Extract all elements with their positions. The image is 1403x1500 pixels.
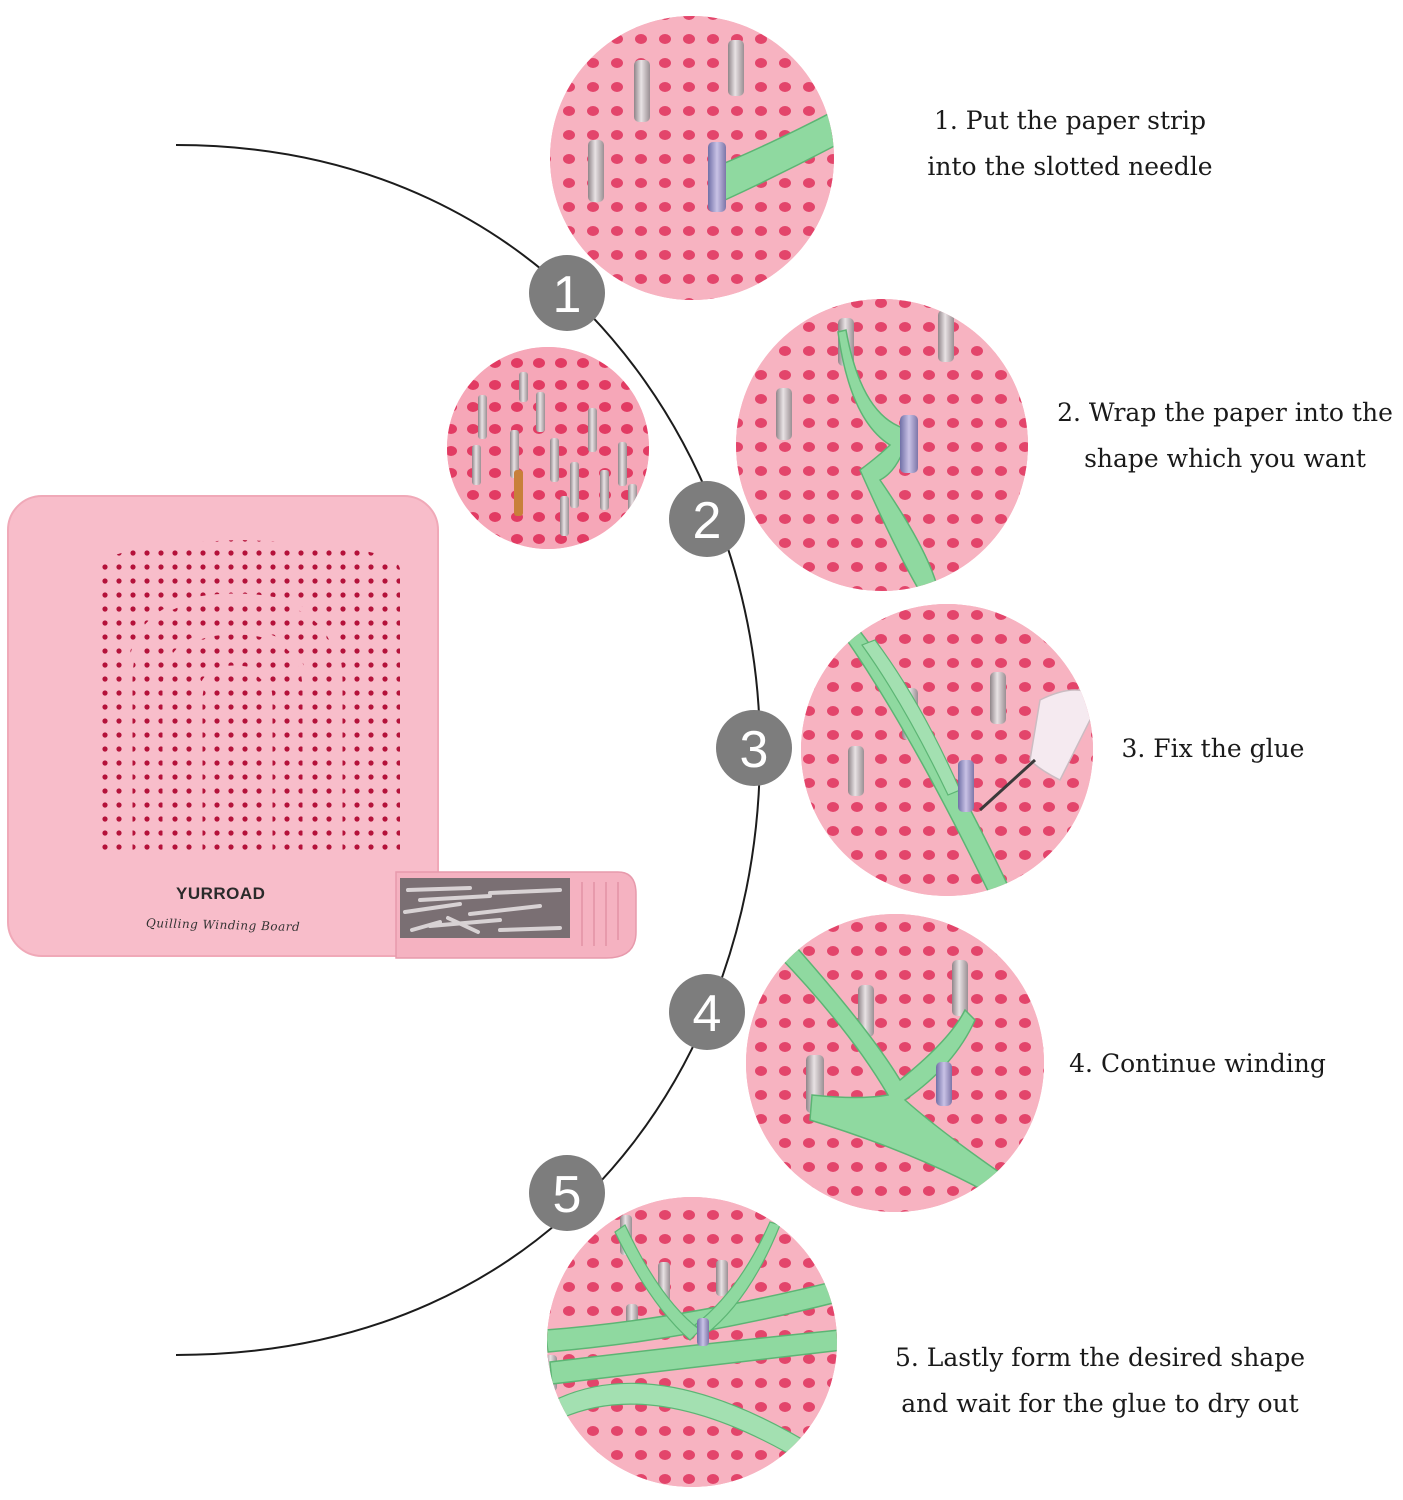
step-5-line-1: 5. Lastly form the desired shape [895,1343,1305,1372]
quilling-board-image [7,495,637,959]
pin-drawer [395,871,637,959]
step-2-caption: 2. Wrap the paper into the shape which y… [1050,390,1400,482]
step-1-number: 1 [553,266,582,324]
step-4-line-1: 4. Continue winding [1069,1049,1326,1078]
step-4-badge: 4 [669,974,745,1050]
step-1-line-2: into the slotted needle [927,152,1213,181]
step-1-caption: 1. Put the paper strip into the slotted … [900,98,1240,190]
step-2-image [736,299,1028,591]
step-3-badge: 3 [716,710,792,786]
step-4-image [746,914,1044,1212]
pins-inset-image [447,347,649,549]
step-5-number: 5 [553,1166,582,1224]
step-2-badge: 2 [669,481,745,557]
step-3-image [801,604,1093,896]
step-5-badge: 5 [529,1155,605,1231]
step-2-number: 2 [693,492,722,550]
step-4-number: 4 [693,985,722,1043]
step-badges: 1 2 3 4 5 [529,255,792,1231]
step-1-badge: 1 [529,255,605,331]
brand-logo-text: YURROAD [176,884,266,903]
step-2-line-2: shape which you want [1084,444,1366,473]
step-3-line-1: 3. Fix the glue [1121,734,1305,763]
step-2-line-1: 2. Wrap the paper into the [1057,398,1393,427]
step-3-number: 3 [740,721,769,779]
step-5-caption: 5. Lastly form the desired shape and wai… [880,1335,1320,1427]
step-1-line-1: 1. Put the paper strip [933,106,1207,135]
step-3-caption: 3. Fix the glue [1108,726,1318,772]
step-5-line-2: and wait for the glue to dry out [901,1389,1299,1418]
step-5-image [547,1197,837,1487]
step-1-image [550,16,834,300]
step-4-caption: 4. Continue winding [1055,1041,1340,1087]
